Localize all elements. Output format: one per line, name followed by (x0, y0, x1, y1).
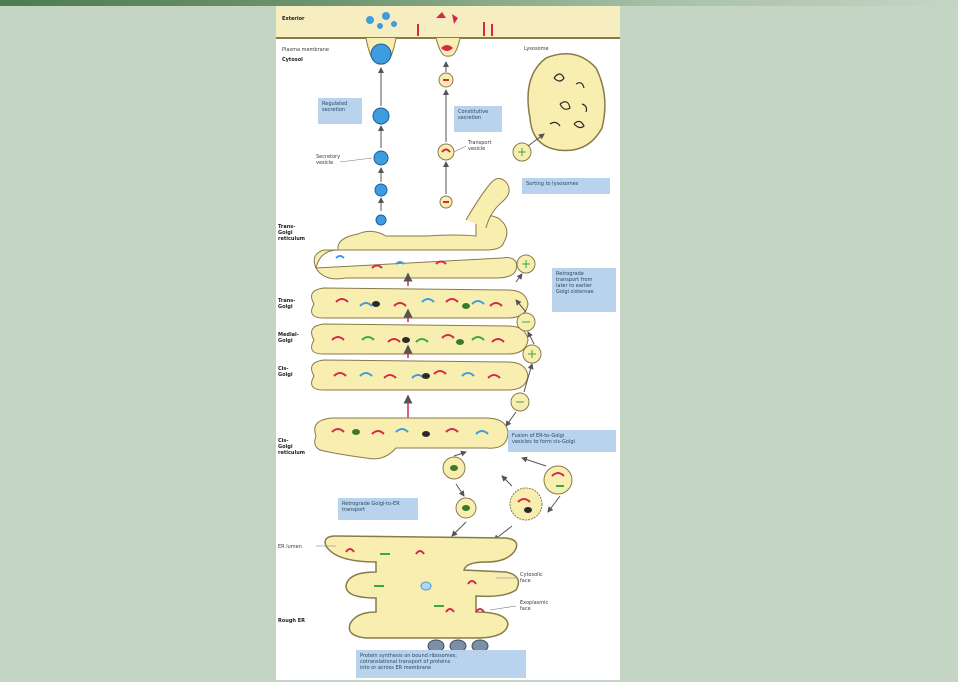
cis-golgi-reticulum-label: Cis- Golgi reticulum (278, 438, 305, 456)
retrograde-golgi-to-er-box: Retrograde Golgi-to-ER transport (338, 498, 418, 520)
trans-golgi-reticulum-label: Trans- Golgi reticulum (278, 224, 305, 242)
lysosome-label: Lysosome (524, 46, 549, 52)
protein-synthesis-box: Protein synthesis on bound ribosomes; co… (356, 650, 526, 678)
golgi-cisternae-stack (312, 274, 528, 420)
lysosome (513, 54, 605, 161)
regulated-secretion-path (366, 12, 397, 225)
transport-vesicle-label: Transport vesicle (468, 140, 491, 152)
er-lumen-label: ER lumen (278, 544, 302, 550)
er-to-golgi-fusion-box: Fusion of ER-to-Golgi vesicles to form c… (508, 430, 616, 452)
secretory-vesicle-label: Secretory vesicle (316, 154, 340, 166)
cytosol-label: Cytosol (282, 57, 303, 63)
trans-golgi-cisterna (312, 288, 528, 318)
plasma-membrane-label: Plasma membrane (282, 47, 329, 53)
trans-golgi-reticulum (314, 178, 516, 278)
regulated-secretion-box: Regulated secretion (318, 98, 362, 124)
rough-er-label: Rough ER (278, 618, 305, 624)
cytosolic-face-label: Cytosolic face (520, 572, 543, 584)
cis-golgi-label: Cis- Golgi (278, 366, 293, 378)
cis-golgi-cisterna (312, 360, 528, 390)
constitutive-secretion-box: Constitutive secretion (454, 106, 502, 132)
exoplasmic-face-label: Exoplasmic face (520, 600, 548, 612)
trans-golgi-label: Trans- Golgi (278, 298, 295, 310)
medial-golgi-cisterna (312, 324, 528, 354)
retrograde-golgi-transport-box: Retrograde transport from later to earli… (552, 268, 616, 312)
medial-golgi-label: Medial- Golgi (278, 332, 299, 344)
exterior-region (276, 6, 620, 38)
er-golgi-vesicle-traffic (443, 452, 572, 540)
rough-er (325, 536, 518, 659)
exterior-label: Exterior (282, 16, 305, 22)
cis-golgi-reticulum (315, 418, 508, 459)
sorting-to-lysosomes-box: Sorting to lysosomes (522, 178, 610, 194)
protein-secretory-pathway-figure: Exterior Plasma membrane Cytosol Lysosom… (276, 6, 620, 680)
